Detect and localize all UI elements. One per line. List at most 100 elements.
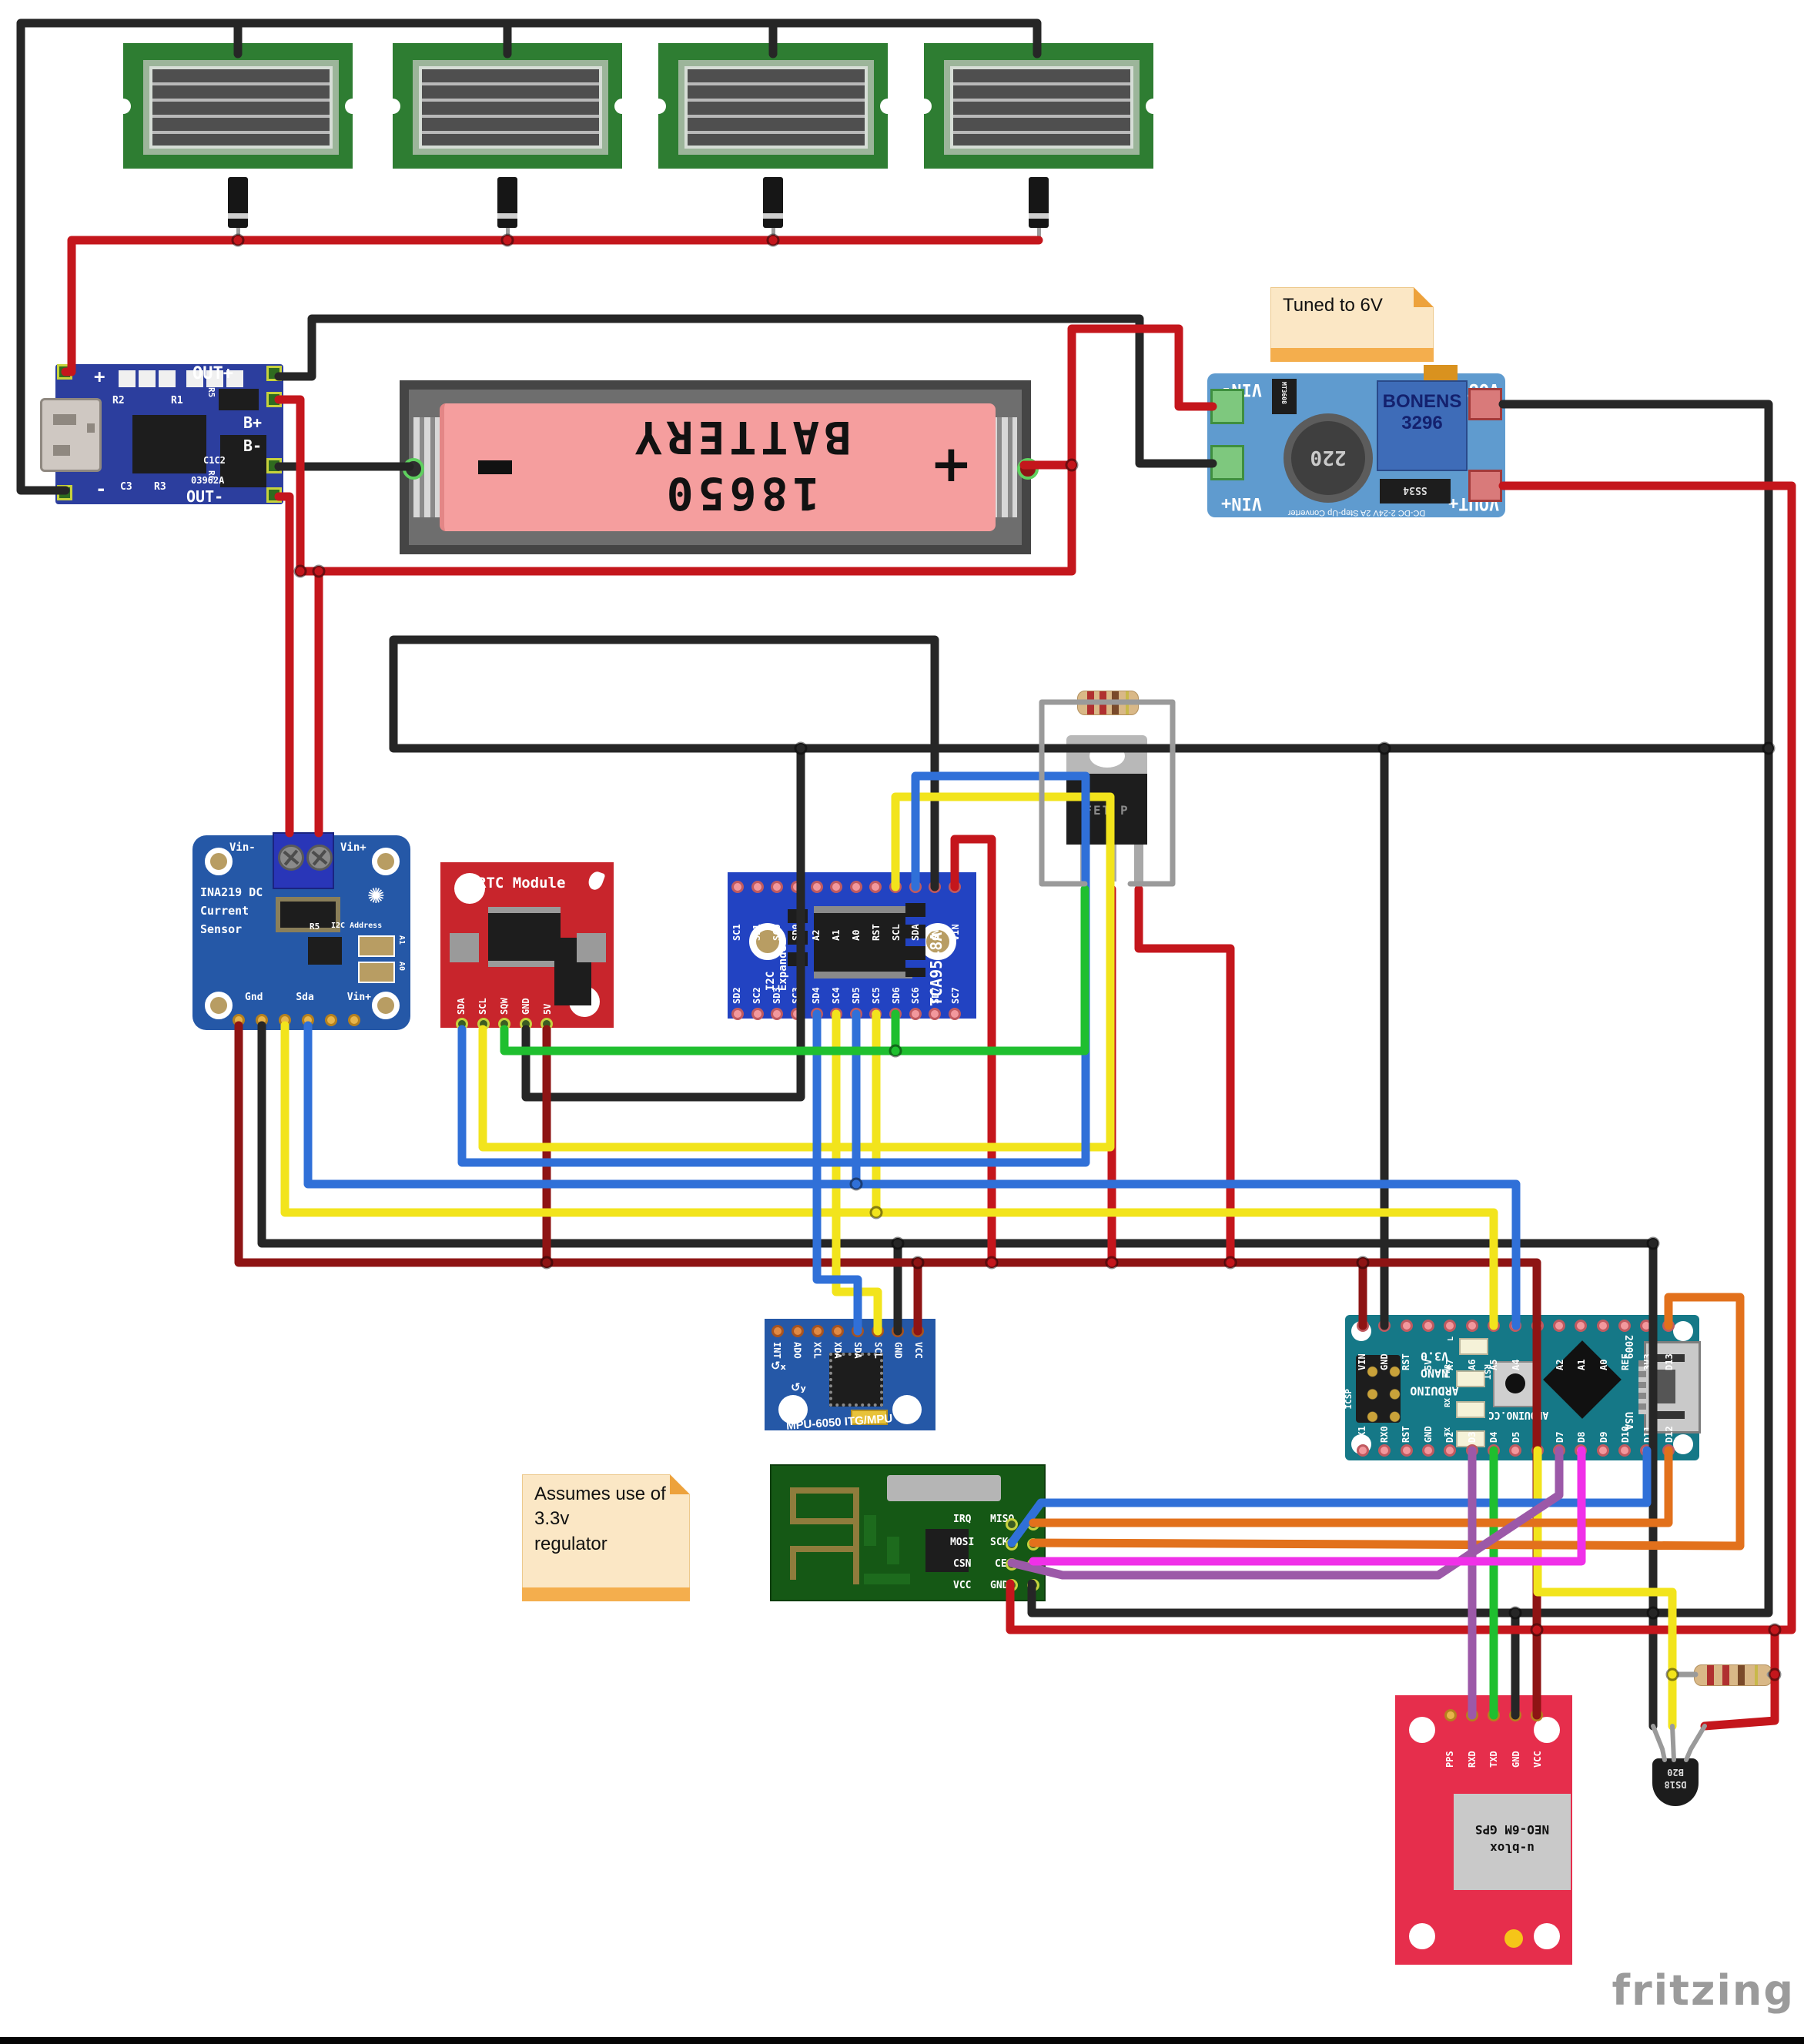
pin-pad-sd3[interactable] bbox=[771, 1008, 784, 1020]
micro-usb-port[interactable] bbox=[40, 398, 102, 472]
pin-pad-sd1[interactable] bbox=[751, 881, 764, 893]
icsp-header[interactable] bbox=[1356, 1355, 1401, 1423]
wire-black[interactable] bbox=[257, 1021, 1658, 1617]
pin-pad-a1[interactable] bbox=[1575, 1320, 1588, 1332]
pin-pad-ref[interactable] bbox=[1618, 1320, 1632, 1332]
solar-panel-4[interactable] bbox=[916, 43, 1161, 169]
pin-pad-a6[interactable] bbox=[1465, 1320, 1478, 1332]
pin-pad-sc1[interactable] bbox=[731, 881, 744, 893]
pin-pad-rst[interactable] bbox=[1400, 1320, 1413, 1332]
pin-pad-sd7[interactable] bbox=[929, 1008, 942, 1020]
wire-junction[interactable] bbox=[1646, 1606, 1660, 1620]
pin-pad-d2[interactable] bbox=[1444, 1444, 1457, 1457]
wire-orange[interactable] bbox=[1029, 1446, 1673, 1527]
pin-pad-a1[interactable] bbox=[830, 881, 843, 893]
pin-pad-xda[interactable] bbox=[832, 1325, 844, 1337]
wire-junction[interactable] bbox=[1377, 741, 1391, 755]
vin-minus-pad[interactable] bbox=[1210, 389, 1244, 424]
wire-magenta[interactable] bbox=[1029, 1446, 1586, 1566]
pullup-resistor[interactable] bbox=[1694, 1664, 1772, 1686]
wire-black[interactable] bbox=[521, 744, 805, 1102]
diode-1[interactable] bbox=[228, 177, 248, 240]
gps-neo6m[interactable]: u-blox NEO-6M GPS bbox=[1395, 1695, 1572, 1965]
wire-black[interactable] bbox=[16, 18, 1042, 495]
wire-junction[interactable] bbox=[1646, 1236, 1660, 1250]
ds18b20-sensor[interactable]: DS18 B20 bbox=[1652, 1758, 1699, 1806]
wire-junction[interactable] bbox=[500, 233, 514, 247]
wire-junction[interactable] bbox=[1065, 458, 1079, 472]
wire-yellow[interactable] bbox=[478, 792, 1115, 1152]
wire-junction[interactable] bbox=[1508, 1606, 1522, 1620]
wire-junction[interactable] bbox=[869, 1206, 883, 1219]
wire-gray[interactable] bbox=[1039, 699, 1176, 887]
diode-2[interactable] bbox=[497, 177, 517, 240]
wire-gray[interactable] bbox=[1684, 1724, 1707, 1762]
wire-junction[interactable] bbox=[1762, 741, 1776, 755]
pin-pad-d5[interactable] bbox=[1509, 1444, 1522, 1457]
wire-junction[interactable] bbox=[1105, 1256, 1119, 1270]
terminal-screw[interactable] bbox=[278, 845, 304, 871]
note-tuned-to-6v[interactable]: Tuned to 6V bbox=[1270, 287, 1434, 362]
jumper-a0[interactable] bbox=[358, 962, 395, 983]
pin-pad-tx1[interactable] bbox=[1357, 1444, 1369, 1457]
wire-black[interactable] bbox=[274, 314, 1217, 468]
wire-red[interactable] bbox=[1498, 481, 1796, 1634]
solar-panel-1[interactable] bbox=[115, 43, 360, 169]
wire-gray[interactable] bbox=[1651, 1724, 1667, 1762]
ina219-sensor[interactable]: Vin- Vin+ INA219 DC Current Sensor ✺ R5 … bbox=[192, 832, 410, 1030]
wire-purple[interactable] bbox=[1007, 1446, 1564, 1580]
wire-green[interactable] bbox=[500, 885, 1089, 1055]
wire-junction[interactable] bbox=[1530, 1623, 1544, 1637]
wire-junction[interactable] bbox=[985, 1256, 999, 1270]
wire-red[interactable] bbox=[1006, 1579, 1541, 1634]
arduino-nano[interactable]: ICSP ARDUINO NANO V3.0 L PWR RX TX RST A… bbox=[1344, 1315, 1701, 1460]
wire-black[interactable] bbox=[1027, 744, 1773, 1617]
pin-pad-xcl[interactable] bbox=[812, 1325, 824, 1337]
wire-yellow[interactable] bbox=[280, 1021, 1498, 1330]
wire-red[interactable] bbox=[274, 492, 294, 838]
wire-blue[interactable] bbox=[1007, 1446, 1652, 1547]
pin-pad-vin+[interactable] bbox=[325, 1014, 337, 1026]
pin-pad-sc7[interactable] bbox=[948, 1008, 961, 1020]
battery-cell[interactable]: 18650 BATTERY + bbox=[440, 403, 996, 531]
fet-leg[interactable] bbox=[1134, 845, 1143, 881]
pin-pad-pps[interactable] bbox=[1444, 1709, 1457, 1721]
wire-junction[interactable] bbox=[891, 1236, 905, 1250]
pin-pad-int[interactable] bbox=[771, 1325, 784, 1337]
wire-gray[interactable] bbox=[1670, 1724, 1676, 1762]
wire-red[interactable] bbox=[61, 236, 1043, 376]
pin-pad-a2[interactable] bbox=[1553, 1320, 1566, 1332]
wire-red[interactable] bbox=[1134, 885, 1235, 1267]
pin-pad-a2[interactable] bbox=[810, 881, 823, 893]
wire-junction[interactable] bbox=[911, 1256, 925, 1270]
solar-panel-3[interactable] bbox=[651, 43, 895, 169]
pin-pad-ado[interactable] bbox=[792, 1325, 804, 1337]
wire-junction[interactable] bbox=[889, 1044, 902, 1058]
pin-pad-vin-[interactable] bbox=[348, 1014, 360, 1026]
wire-junction[interactable] bbox=[540, 1256, 554, 1270]
pin-pad-d10[interactable] bbox=[1618, 1444, 1632, 1457]
wire-junction[interactable] bbox=[1356, 1256, 1370, 1270]
mpu6050[interactable]: ↺x ↺y MPU-6050 ITG/MPU bbox=[765, 1319, 935, 1433]
reset-button[interactable] bbox=[1493, 1361, 1539, 1407]
diode-3[interactable] bbox=[763, 177, 783, 240]
trim-pot[interactable]: BONENS 3296 bbox=[1377, 380, 1468, 471]
wire-red[interactable] bbox=[1700, 1625, 1779, 1731]
jumper-a1[interactable] bbox=[358, 935, 395, 957]
wire-junction[interactable] bbox=[1223, 1256, 1237, 1270]
pin-pad-a0[interactable] bbox=[849, 881, 862, 893]
battery-holder[interactable]: 18650 BATTERY + bbox=[400, 380, 1031, 554]
wire-junction[interactable] bbox=[794, 741, 808, 755]
wire-orange[interactable] bbox=[1029, 1293, 1745, 1551]
wire-red[interactable] bbox=[274, 324, 1217, 576]
wire-junction[interactable] bbox=[231, 233, 245, 247]
diode-4[interactable] bbox=[1029, 177, 1049, 240]
rtc-module[interactable]: RTC Module bbox=[440, 862, 614, 1028]
irq-pad[interactable] bbox=[1006, 1518, 1018, 1530]
pin-pad-rx0[interactable] bbox=[1378, 1444, 1391, 1457]
pin-pad-rst[interactable] bbox=[1400, 1444, 1413, 1457]
wire-blue[interactable] bbox=[303, 1021, 1521, 1330]
wire-junction[interactable] bbox=[766, 233, 780, 247]
pin-pad-rst[interactable] bbox=[869, 881, 882, 893]
pin-pad-sc2[interactable] bbox=[751, 1008, 764, 1020]
